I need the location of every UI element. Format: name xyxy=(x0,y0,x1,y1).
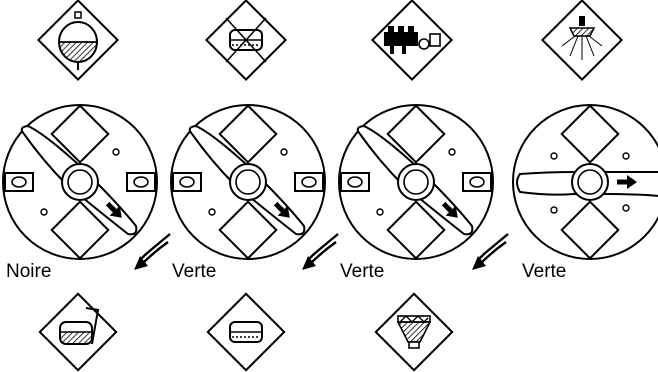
tank-disabled-icon xyxy=(204,0,288,82)
valve-dial-2 xyxy=(170,104,326,260)
valve-dial-4 xyxy=(512,104,658,260)
rinse-tank-icon xyxy=(206,292,286,372)
valve-label-1: Noire xyxy=(6,261,52,282)
valve-dial-3 xyxy=(338,104,494,260)
pump-regulator-icon xyxy=(370,0,454,82)
spray-nozzle-icon xyxy=(540,0,624,82)
valve-label-4: Verte xyxy=(522,261,567,282)
valve-dial-1 xyxy=(2,104,158,260)
valve-label-2: Verte xyxy=(172,261,217,282)
filter-icon xyxy=(374,292,454,372)
pointer-arrow-2 xyxy=(300,232,340,272)
main-tank-icon xyxy=(36,0,120,82)
tank-filling-icon xyxy=(38,292,118,372)
valve-label-3: Verte xyxy=(340,261,385,282)
pointer-arrow-1 xyxy=(132,232,172,272)
pointer-arrow-3 xyxy=(470,232,510,272)
